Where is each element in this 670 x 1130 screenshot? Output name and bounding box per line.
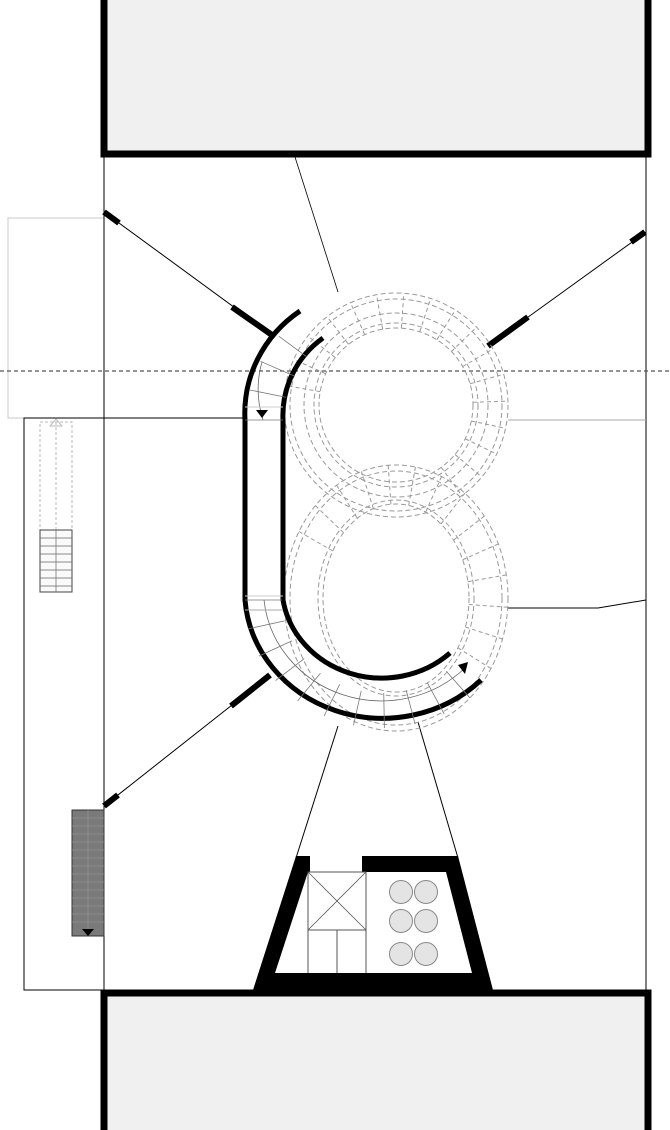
ramp-tick <box>464 438 497 455</box>
ramp-tick <box>400 293 405 329</box>
lower-ramp-hidden <box>283 464 509 732</box>
ramp-segment <box>275 658 305 681</box>
ramp-segment <box>405 690 416 725</box>
ramp-outer-wall <box>242 308 483 721</box>
column <box>389 909 413 933</box>
ramp-tick <box>349 302 366 335</box>
wall-stub <box>102 792 120 809</box>
ramp-tick <box>472 400 508 403</box>
ramp-centerline-lower <box>263 599 467 702</box>
ramp-segment <box>258 640 293 657</box>
ramp-segment <box>323 684 341 717</box>
ramp-direction-arrow-down-icon <box>256 410 268 418</box>
ramp-tick <box>285 385 321 393</box>
ramp-solid-segments <box>245 336 471 728</box>
ramp-segment <box>260 360 295 377</box>
spiral-ramp <box>242 308 483 721</box>
column <box>414 880 438 904</box>
column <box>389 880 413 904</box>
ramp-tick <box>469 373 504 385</box>
ramp-tick <box>440 492 466 525</box>
ramp-segment <box>353 690 362 726</box>
ramp-direction-arrow-up-icon <box>458 662 468 674</box>
radial-line-bottom-right <box>417 721 459 859</box>
ramp-tick <box>465 626 503 640</box>
right-partition-lower <box>508 599 647 609</box>
ramp-segment <box>445 670 471 699</box>
ramp-tick <box>326 316 349 345</box>
ramp-tick <box>307 335 336 358</box>
radial-line-top <box>294 156 339 293</box>
ramp-tick <box>454 454 483 478</box>
wall-stub <box>229 672 272 709</box>
wall-stub <box>629 229 647 245</box>
bottom-building-block <box>100 989 652 1130</box>
service-core <box>253 856 493 990</box>
ramp-segment <box>383 692 385 728</box>
ramp-tick <box>315 505 344 534</box>
stair-arrow-up-icon <box>48 418 64 427</box>
ramp-tick <box>451 326 477 352</box>
upper-ramp-hidden <box>283 292 509 518</box>
wall-stub <box>486 314 530 349</box>
ramp-tick <box>471 420 506 429</box>
ramp-tick <box>419 298 432 332</box>
ramp-tick <box>462 348 494 367</box>
radial-line-bottom-left <box>295 725 339 859</box>
radial-walls <box>102 156 647 859</box>
column-group <box>389 880 438 966</box>
column <box>414 942 438 966</box>
ramp-segment <box>297 673 321 702</box>
ramp-segment <box>248 389 286 398</box>
wall-stub <box>230 304 274 338</box>
ramp-inner-wall <box>280 335 452 681</box>
left-stair-upper <box>39 418 73 593</box>
ramp-tick <box>436 309 456 340</box>
ramp-segment <box>278 336 308 358</box>
column <box>389 942 413 966</box>
top-building-block <box>100 0 652 158</box>
wall-stub <box>102 209 121 226</box>
ramp-segment <box>248 620 285 630</box>
left-annex-outline <box>7 217 105 419</box>
ramp-tick <box>376 294 384 330</box>
ramp-segment <box>427 682 445 715</box>
stair-arrow-down-icon <box>82 929 94 936</box>
column <box>414 909 438 933</box>
left-stair-lower <box>71 809 105 937</box>
ramp-tick <box>440 467 463 496</box>
ramp-segment-ticks <box>285 293 508 669</box>
